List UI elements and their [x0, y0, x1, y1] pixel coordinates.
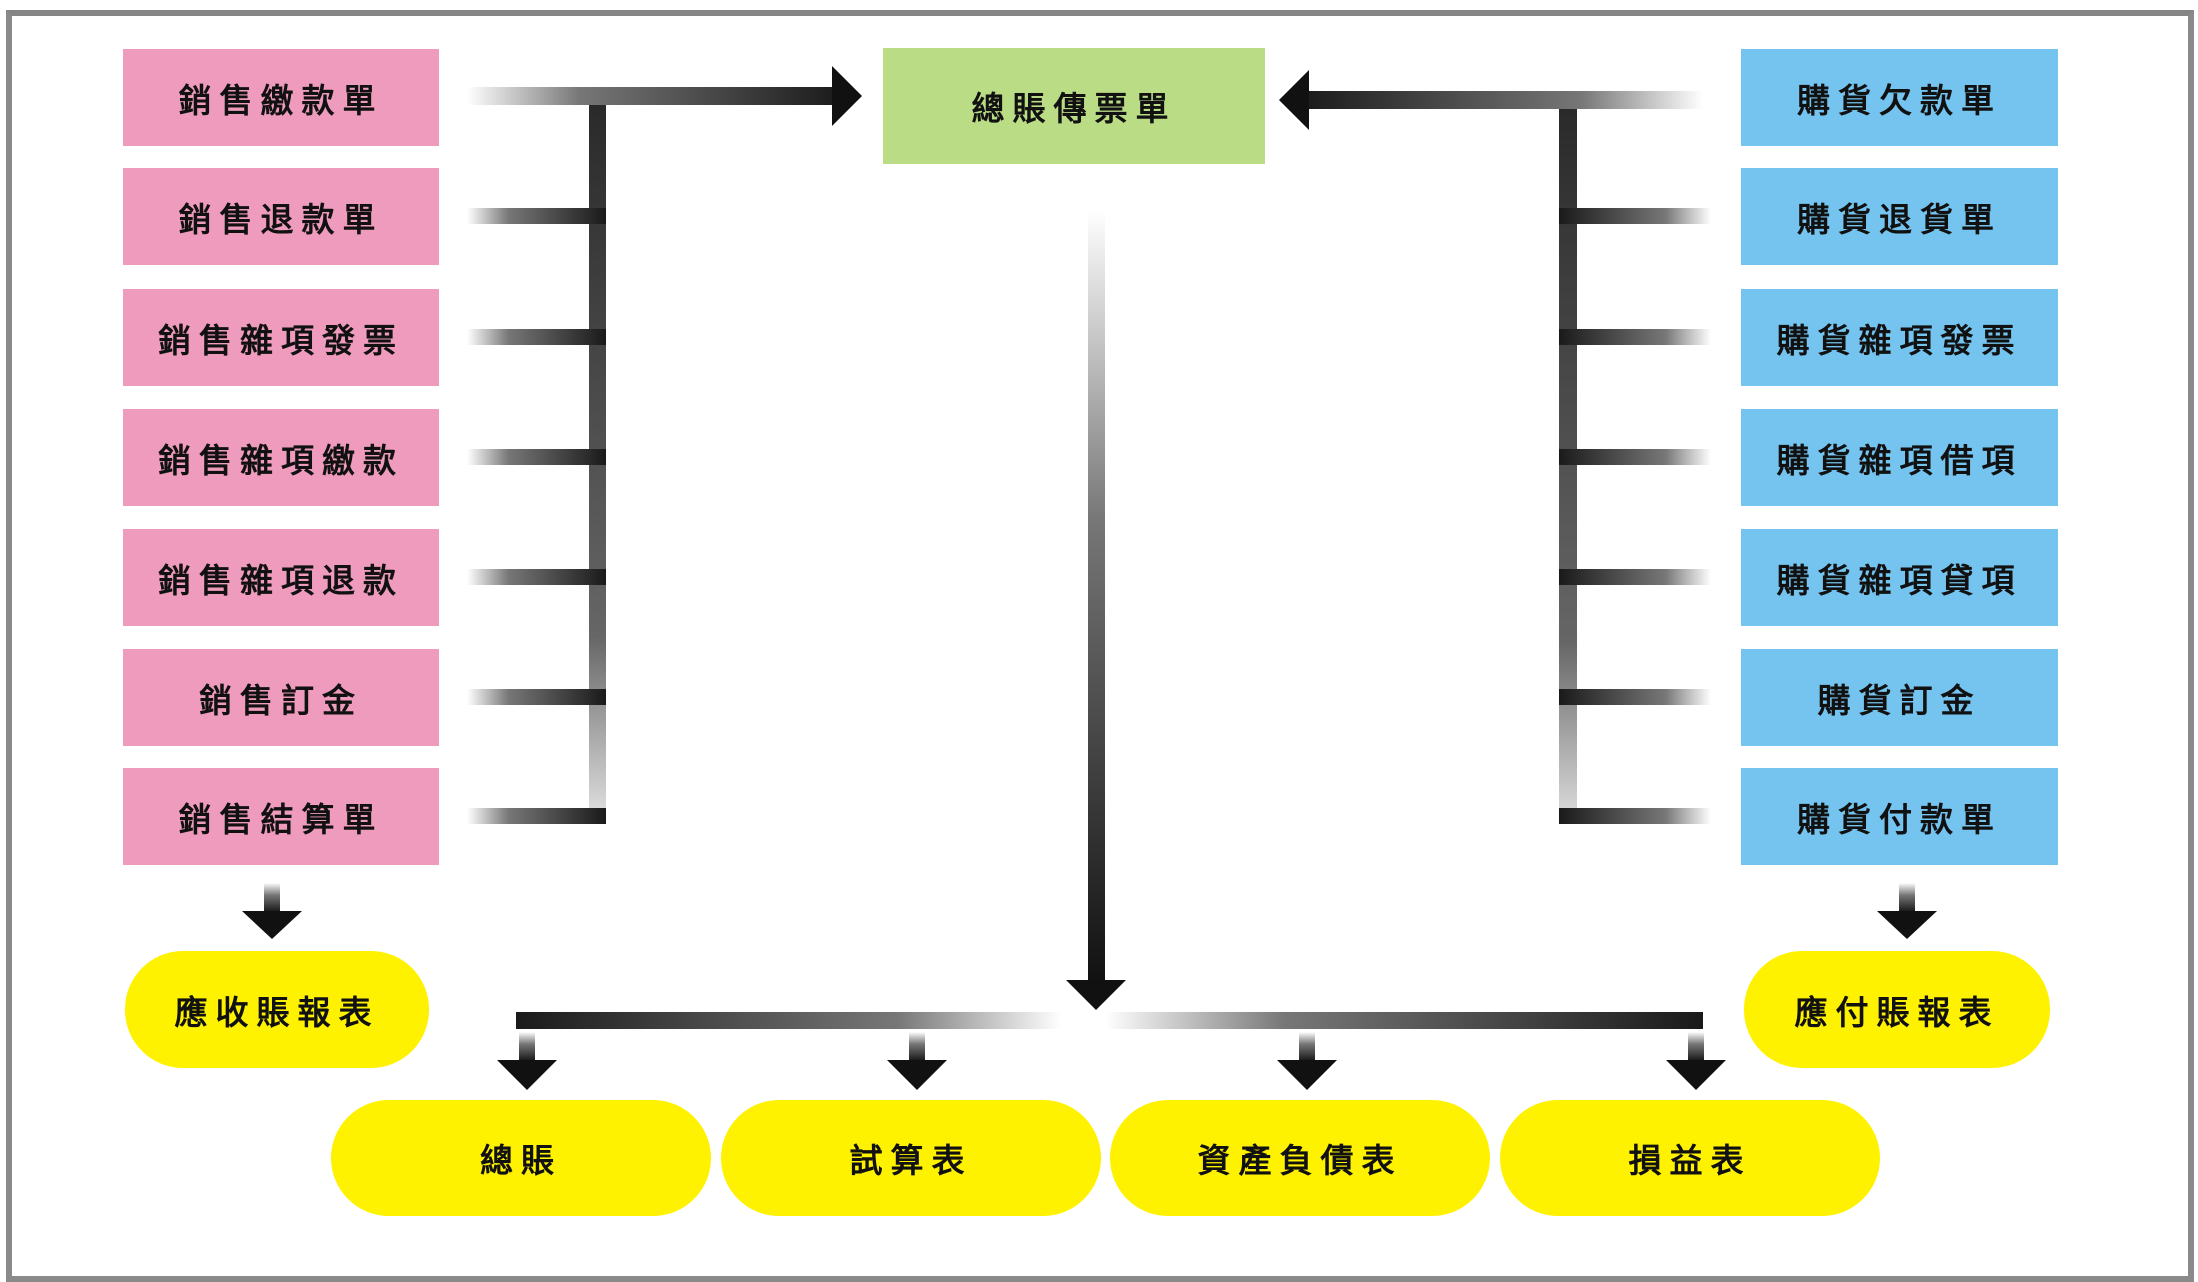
- purchase-doc-box: 購貨雜項貸項: [1741, 529, 2058, 626]
- sales-connector-tick: [467, 208, 606, 224]
- receivable-report-label: 應收賬報表: [174, 992, 380, 1032]
- sales-connector-tick: [467, 808, 606, 824]
- receivable-report: 應收賬報表: [125, 951, 429, 1068]
- sales-main-arrow-line: [467, 87, 842, 105]
- purchase-connectors: [1279, 70, 1711, 824]
- output-report-box: 試算表: [721, 1100, 1101, 1216]
- sales-connector-tick: [467, 689, 606, 705]
- purchase-connector-tick: [1559, 689, 1711, 705]
- sales-doc-label: 銷售訂金: [199, 680, 363, 720]
- sales-doc-label: 銷售繳款單: [178, 80, 384, 120]
- payable-arrow: [1877, 883, 1937, 939]
- purchase-main-arrow-line: [1300, 91, 1703, 109]
- sales-doc-box: 銷售訂金: [123, 649, 439, 746]
- sales-doc-box: 銷售退款單: [123, 168, 439, 265]
- purchase-connector-tick: [1559, 569, 1711, 585]
- output-report-box: 損益表: [1500, 1100, 1880, 1216]
- purchase-doc-box: 購貨退貨單: [1741, 168, 2058, 265]
- purchase-doc-label: 購貨雜項貸項: [1776, 560, 2023, 600]
- purchase-doc-box: 購貨付款單: [1741, 768, 2058, 865]
- purchase-doc-label: 購貨雜項借項: [1776, 440, 2023, 480]
- output-down-arrow: [887, 1032, 947, 1090]
- output-down-arrow: [497, 1032, 557, 1090]
- general-ledger-voucher: 總賬傳票單: [883, 48, 1265, 164]
- sales-doc-box: 銷售結算單: [123, 768, 439, 865]
- sales-doc-label: 銷售結算單: [178, 799, 384, 839]
- purchase-doc-box: 購貨欠款單: [1741, 49, 2058, 146]
- payable-report: 應付賬報表: [1744, 951, 2050, 1068]
- sales-doc-label: 銷售雜項發票: [158, 320, 404, 360]
- purchase-doc-label: 購貨付款單: [1797, 799, 2002, 839]
- receivable-arrow: [242, 883, 302, 939]
- purchase-arrow-head: [1279, 70, 1309, 130]
- purchase-connector-tick: [1559, 329, 1711, 345]
- center-down-line: [1088, 210, 1105, 982]
- purchase-doc-box: 購貨雜項發票: [1741, 289, 2058, 386]
- sales-connector-tick: [467, 569, 606, 585]
- output-down-arrow: [1666, 1032, 1726, 1090]
- output-report-box: 資產負債表: [1110, 1100, 1490, 1216]
- purchase-doc-label: 購貨雜項發票: [1776, 320, 2023, 360]
- sales-connector-tick: [467, 329, 606, 345]
- center-down-arrow-head: [1066, 980, 1126, 1010]
- general-ledger-voucher-label: 總賬傳票單: [971, 89, 1177, 128]
- sales-doc-label: 銷售雜項退款: [158, 560, 404, 600]
- purchase-doc-label: 購貨訂金: [1817, 680, 1982, 720]
- purchase-doc-box: 購貨雜項借項: [1741, 409, 2058, 506]
- output-report-label: 試算表: [849, 1141, 973, 1180]
- output-report-label: 資產負債表: [1197, 1141, 1403, 1180]
- purchase-doc-label: 購貨退貨單: [1797, 199, 2002, 239]
- payable-report-label: 應付賬報表: [1794, 992, 2000, 1032]
- output-bar-right: [1105, 1012, 1703, 1029]
- output-bar-left: [516, 1012, 1061, 1029]
- purchase-doc-box: 購貨訂金: [1741, 649, 2058, 746]
- purchase-connector-tick: [1559, 208, 1711, 224]
- sales-connector-tick: [467, 449, 606, 465]
- purchase-connector-tick: [1559, 808, 1711, 824]
- sales-arrow-head: [832, 66, 862, 126]
- sales-connectors: [467, 66, 862, 824]
- output-down-arrow: [1277, 1032, 1337, 1090]
- sales-doc-box: 銷售雜項繳款: [123, 409, 439, 506]
- output-report-label: 損益表: [1628, 1141, 1752, 1180]
- sales-doc-box: 銷售雜項發票: [123, 289, 439, 386]
- sales-doc-label: 銷售雜項繳款: [158, 440, 404, 480]
- diagram-frame: [6, 10, 2194, 1282]
- sales-doc-label: 銷售退款單: [178, 199, 384, 239]
- output-report-label: 總賬: [480, 1141, 562, 1180]
- sales-doc-box: 銷售繳款單: [123, 49, 439, 146]
- sales-doc-box: 銷售雜項退款: [123, 529, 439, 626]
- output-report-box: 總賬: [331, 1100, 711, 1216]
- purchase-doc-label: 購貨欠款單: [1797, 80, 2002, 120]
- purchase-connector-tick: [1559, 449, 1711, 465]
